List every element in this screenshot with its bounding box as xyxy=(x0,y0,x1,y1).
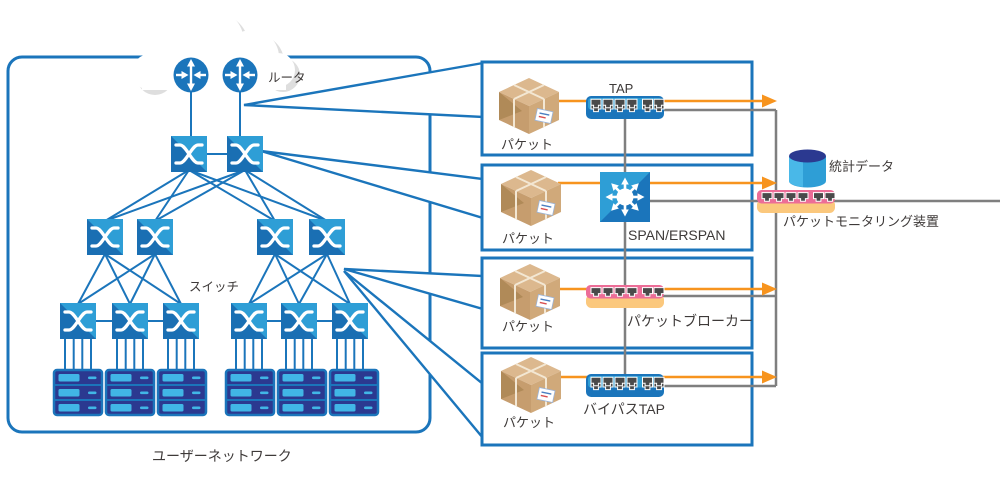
span-device-icon xyxy=(600,172,650,222)
bypass-label: バイパスTAP xyxy=(583,401,665,417)
stats-database-icon xyxy=(789,149,827,188)
core-switch-icon xyxy=(225,134,265,174)
access-switch-icon xyxy=(330,301,370,341)
aggregation-switch-icon xyxy=(307,217,347,257)
monitor-feed-lines xyxy=(623,108,1000,388)
tap-label: TAP xyxy=(609,81,633,96)
packet-label: パケット xyxy=(503,415,555,430)
server-rack-icon xyxy=(156,368,208,417)
monitoring-device-icon xyxy=(757,190,835,213)
server-rack-icon xyxy=(328,368,380,417)
network-links xyxy=(77,92,351,322)
aggregation-switch-icon xyxy=(85,217,125,257)
user-network-label: ユーザーネットワーク xyxy=(152,448,292,464)
access-switch-icon xyxy=(161,301,201,341)
router-icon xyxy=(221,56,259,94)
server-uplink-lines xyxy=(64,339,364,371)
core-switch-icon xyxy=(169,134,209,174)
router-label: ルータ xyxy=(268,71,306,85)
aggregation-switch-icon xyxy=(135,217,175,257)
access-switch-icon xyxy=(229,301,269,341)
stats-data-label: 統計データ xyxy=(829,159,894,174)
server-rack-icon xyxy=(224,368,276,417)
switch-label: スイッチ xyxy=(189,280,239,294)
packet-label: パケット xyxy=(501,137,553,152)
server-rack-icon xyxy=(52,368,104,417)
traffic-arrow-icon xyxy=(762,94,777,108)
router-icon xyxy=(172,56,210,94)
packet-label: パケット xyxy=(502,231,554,246)
packet-label: パケット xyxy=(502,319,554,334)
span-label: SPAN/ERSPAN xyxy=(628,227,726,243)
packet-broker-device-icon xyxy=(586,285,664,308)
capture-wedges xyxy=(243,61,485,442)
access-switch-icon xyxy=(279,301,319,341)
server-rack-icon xyxy=(276,368,328,417)
server-rack-icon xyxy=(104,368,156,417)
access-switch-icon xyxy=(58,301,98,341)
monitoring-device-label: パケットモニタリング装置 xyxy=(783,214,939,229)
broker-label: パケットブローカー xyxy=(627,313,753,329)
bypass-tap-device-icon xyxy=(586,374,664,397)
tap-device-icon xyxy=(586,96,664,119)
aggregation-switch-icon xyxy=(255,217,295,257)
access-switch-icon xyxy=(110,301,150,341)
